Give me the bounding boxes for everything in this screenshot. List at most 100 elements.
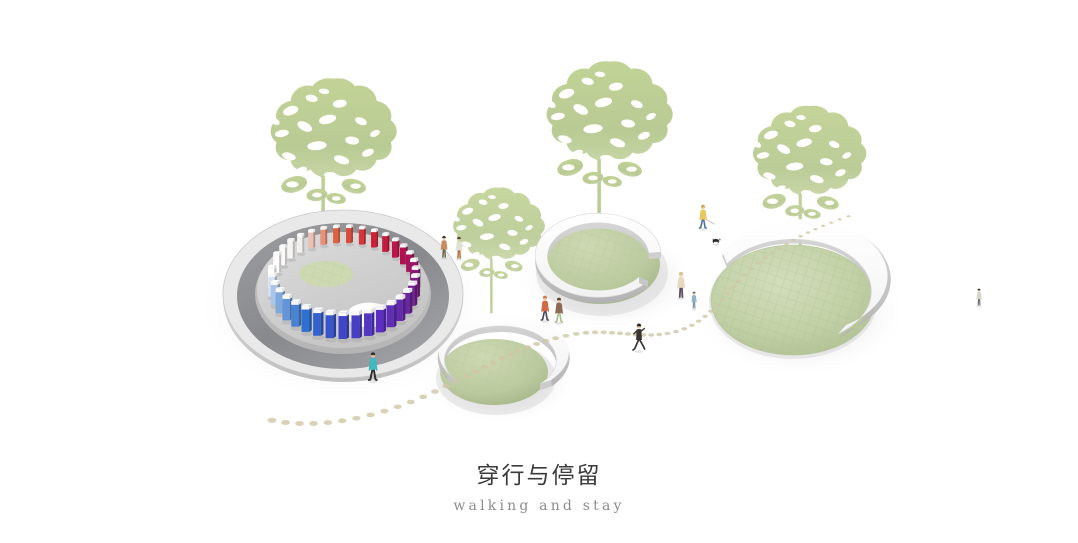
path-dot [338,418,347,424]
bollard[interactable] [382,232,391,256]
path-dot [770,251,775,255]
path-dot [419,394,428,400]
path-dot [462,373,470,379]
path-dot [829,221,834,224]
path-dot [664,331,671,336]
path-dot [813,227,818,231]
path-dot [724,292,730,296]
dog [712,238,721,246]
person-woman-green [554,297,564,325]
path-dot [323,420,333,426]
path-dot [784,242,789,246]
path-dot [442,383,450,389]
path-dot [656,332,663,337]
path-dot [673,329,679,334]
bollard[interactable] [391,237,401,262]
path-dot [295,421,304,426]
path-dot [366,412,375,418]
bollard-ring[interactable] [267,224,422,344]
path-dot [846,215,851,218]
bollard[interactable] [363,307,376,341]
path-dot [452,378,461,384]
small-arc-wall [437,312,570,390]
path-dot [431,389,439,394]
path-dot [393,404,402,410]
path-dot [742,273,747,277]
bollard[interactable] [375,304,388,337]
path-dot [309,421,318,426]
path-dot [591,330,599,335]
path-dot [406,399,415,405]
path-dot [748,267,754,271]
path-dot [648,333,655,337]
bollard[interactable] [358,225,368,248]
small-arc-seating-island[interactable] [436,312,570,415]
path-dot [608,330,616,335]
path-dot [689,323,695,327]
person-standing-a [440,235,448,260]
path-dot [562,333,570,338]
path-dot [267,417,277,423]
bollard[interactable] [346,224,355,247]
bollard[interactable] [394,294,407,326]
path-dot [600,330,607,335]
path-dot [542,338,550,343]
bollard[interactable] [300,304,313,337]
path-dot [713,304,720,308]
path-dot [506,352,514,357]
path-dot [681,327,688,331]
mid-arc-seating-island[interactable] [534,212,668,316]
person-standing-b [455,236,463,261]
path-dot [805,231,811,234]
bollard[interactable] [337,310,351,344]
path-dot [533,341,541,347]
bollard[interactable] [350,309,364,343]
bollard[interactable] [312,307,325,341]
bollard[interactable] [290,299,303,331]
path-dot [762,256,768,260]
person-woman-orange [540,295,550,323]
path-dot [755,261,761,265]
path-dot [777,247,782,250]
path-dot [352,415,361,421]
bollard[interactable] [324,309,338,343]
sunken-circular-plaza[interactable] [222,209,464,382]
bollard[interactable] [308,228,317,252]
person-child [691,291,697,311]
path-dot [552,336,560,341]
path-dot [380,408,389,414]
bollard[interactable] [333,224,342,247]
path-dot [821,224,826,228]
bollard[interactable] [370,228,380,251]
path-dot [572,331,580,336]
path-dot [791,238,796,242]
person-walker-teal [367,352,378,384]
bollard[interactable] [287,238,297,262]
path-dot [524,345,532,350]
path-dot [281,419,290,425]
path-dot [616,331,624,336]
dotted-walking-path [267,215,851,426]
person-jogger [632,323,646,353]
textured-lawn-island[interactable] [709,219,891,359]
path-dot [489,360,497,365]
path-dot [798,234,803,238]
path-dot [640,333,647,337]
bollard[interactable] [281,293,294,325]
path-dot [582,330,590,335]
path-dot [708,309,714,313]
bollard[interactable] [320,225,329,249]
path-dot [702,314,708,318]
path-dot [498,356,506,361]
bollard[interactable] [296,232,306,257]
mid-arc-wall [534,212,662,304]
lawn-arc-wall [722,219,891,338]
path-dot [471,369,480,374]
person-adult-child-a [677,271,686,300]
bollard[interactable] [385,299,398,332]
path-dot [735,279,741,283]
path-dot [480,364,489,370]
path-dot [730,285,736,289]
